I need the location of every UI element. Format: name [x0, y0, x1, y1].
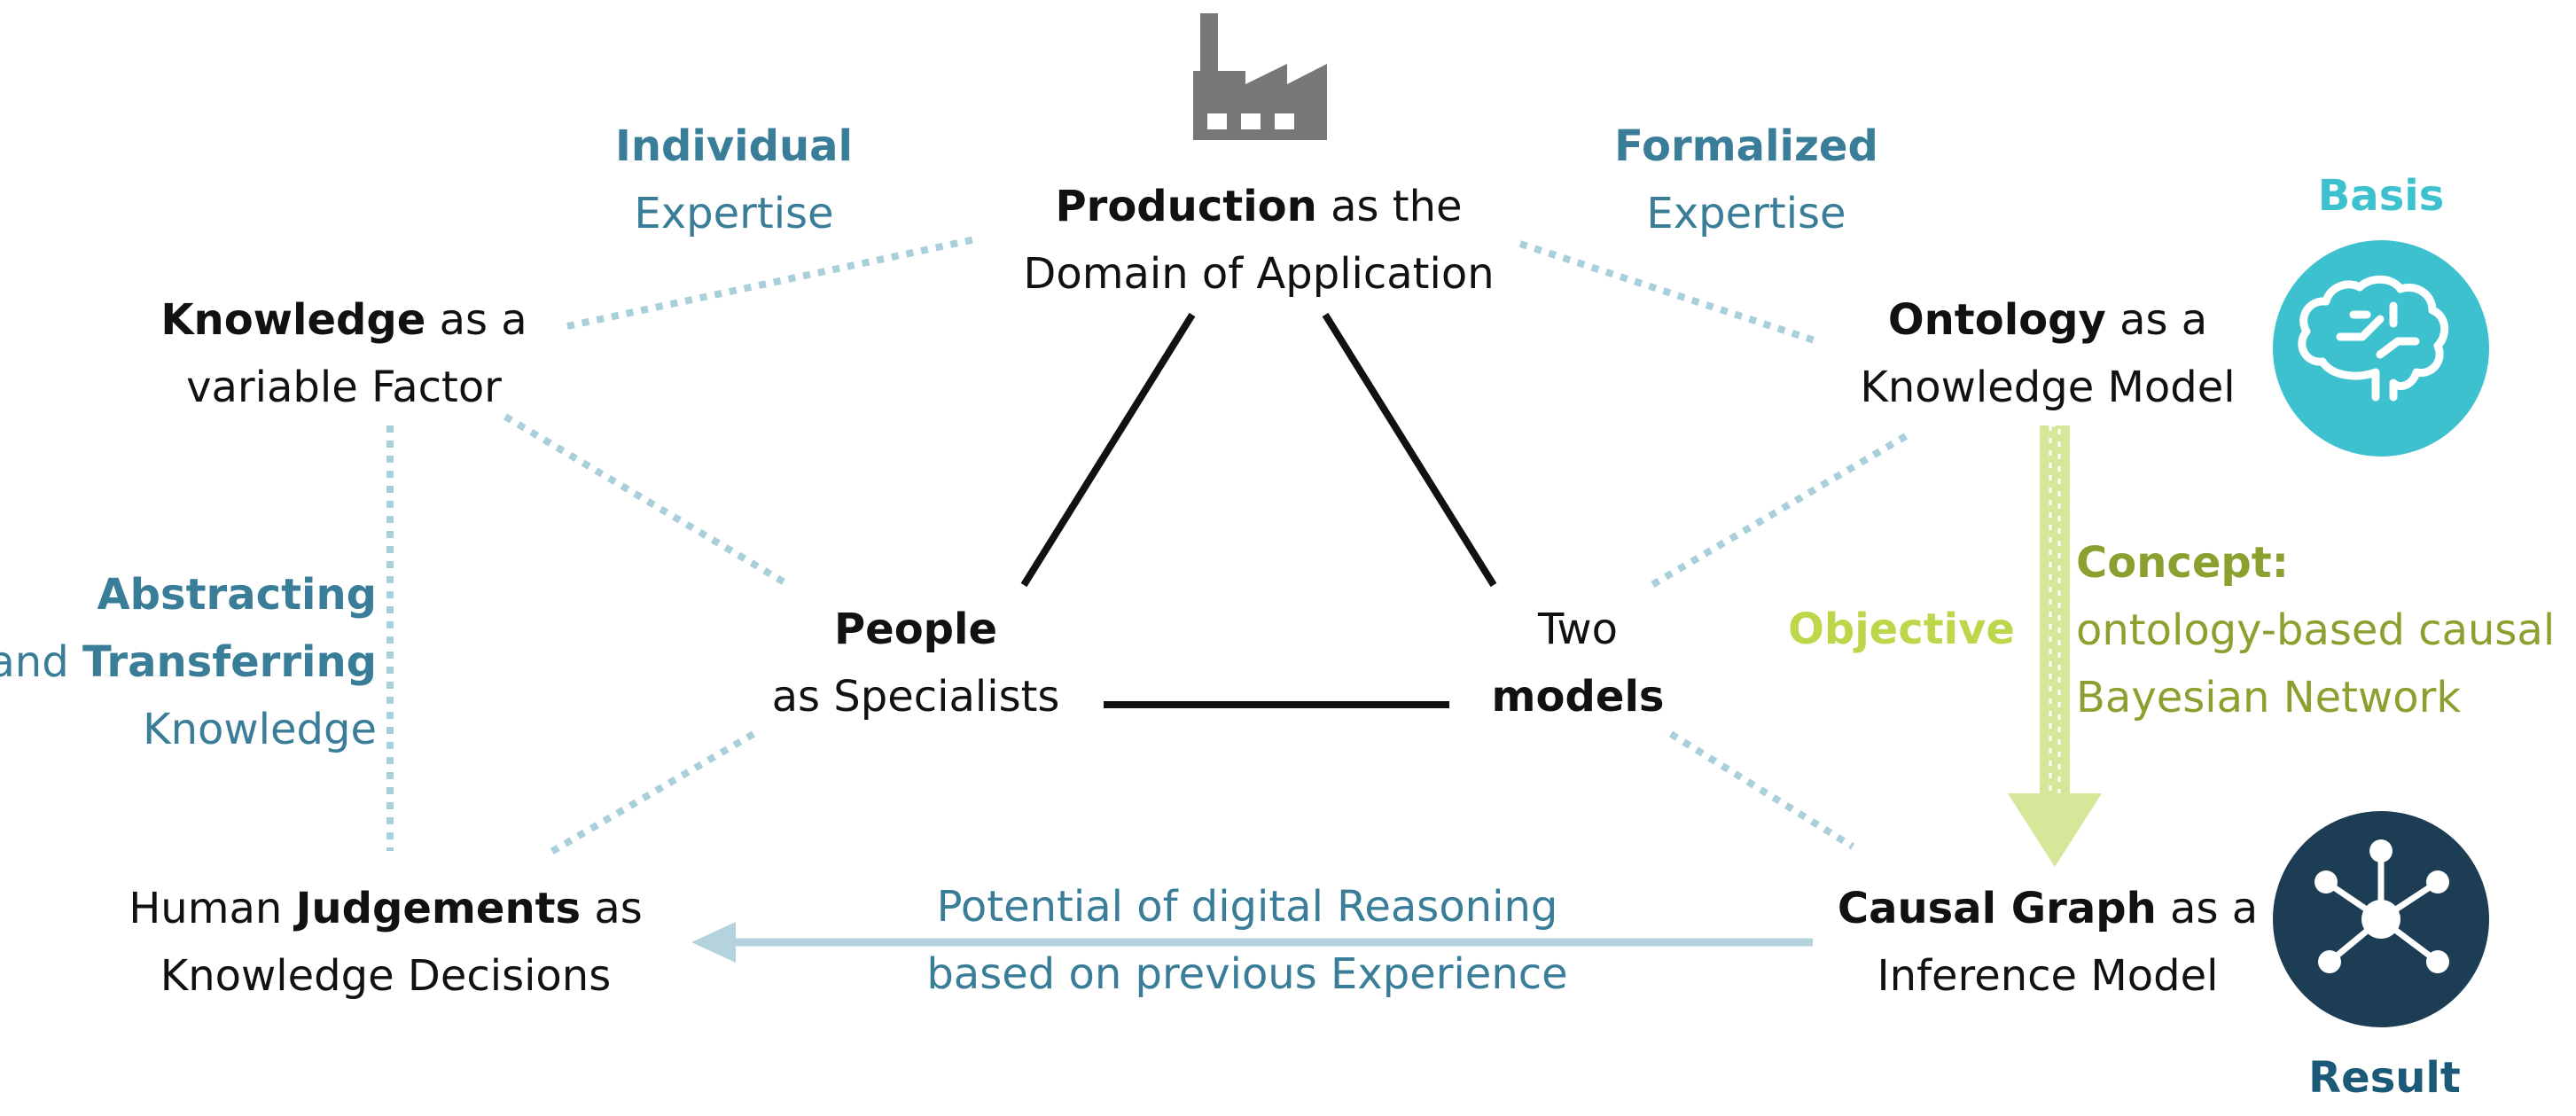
people-bold: People: [833, 605, 998, 654]
knowledge-rest: as a: [439, 295, 527, 345]
two-models-bold: models: [1491, 672, 1665, 722]
concept-line3: Bayesian Network: [2076, 673, 2462, 722]
production-bold: Production: [1055, 182, 1317, 231]
triangle-right-edge: [1322, 312, 1497, 588]
ontology-line2: Knowledge Model: [1860, 363, 2236, 412]
people-line2: as Specialists: [771, 672, 1060, 722]
causal-graph-rest: as a: [2170, 884, 2259, 933]
connector-people-judgements: [543, 730, 756, 859]
concept-label: Concept: ontology-based causal Bayesian …: [2076, 529, 2555, 731]
connector-ontology-models: [1646, 433, 1909, 590]
abstracting-line3: Knowledge: [143, 705, 377, 754]
connector-knowledge-people: [503, 413, 792, 589]
connector-models-causal-graph: [1668, 730, 1855, 850]
knowledge-line2: variable Factor: [186, 363, 502, 412]
production-rest: as the: [1331, 182, 1463, 231]
individual-line2: Expertise: [634, 189, 834, 238]
ontology-bold: Ontology: [1887, 295, 2106, 345]
triangle-left-edge: [1020, 312, 1196, 588]
potential-line2: based on previous Experience: [926, 949, 1568, 999]
formalized-expertise-label: Formalized Expertise: [1614, 113, 1878, 247]
production-line2: Domain of Application: [1023, 249, 1495, 299]
connector-production-ontology: [1518, 240, 1819, 345]
people-node: People as Specialists: [772, 596, 1060, 730]
brain-icon: [2273, 240, 2489, 457]
objective-label: Objective: [1788, 605, 2015, 654]
formalized-line1: Formalized: [1614, 121, 1878, 171]
dotted-connectors: [386, 236, 1909, 859]
ontology-node: Ontology as a Knowledge Model: [1860, 286, 2235, 421]
network-icon: [2273, 811, 2489, 1027]
connector-knowledge-production: [566, 236, 976, 330]
ontology-rest: as a: [2119, 295, 2208, 345]
knowledge-bold: Knowledge: [160, 295, 426, 345]
judgements-line2: Knowledge Decisions: [160, 951, 612, 1001]
judgements-rest: as: [594, 884, 643, 933]
potential-label: Potential of digital Reasoning based on …: [926, 873, 1567, 1008]
production-node: Production as the Domain of Application: [1023, 173, 1494, 308]
factory-icon: [1193, 13, 1327, 140]
concept-line2: ontology-based causal: [2076, 605, 2556, 655]
causal-graph-node: Causal Graph as a Inference Model: [1838, 875, 2258, 1010]
individual-expertise-label: Individual Expertise: [615, 113, 853, 247]
judgements-bold: Judgements: [295, 884, 582, 933]
potential-arrow: [691, 922, 1813, 963]
abstracting-bold2: Transferring: [82, 637, 377, 687]
individual-line1: Individual: [615, 121, 853, 171]
result-label: Result: [2308, 1053, 2461, 1103]
two-models-line1: Two: [1538, 605, 1618, 654]
knowledge-node: Knowledge as a variable Factor: [160, 286, 527, 421]
potential-line1: Potential of digital Reasoning: [936, 882, 1558, 932]
causal-graph-line2: Inference Model: [1877, 951, 2219, 1001]
abstracting-label: Abstracting and Transferring Knowledge: [0, 561, 377, 763]
abstracting-pre2: and: [0, 637, 69, 687]
causal-graph-bold: Causal Graph: [1837, 884, 2157, 933]
objective-arrow: [2008, 424, 2102, 867]
concept-title: Concept:: [2076, 538, 2289, 588]
judgements-pre: Human: [129, 884, 283, 933]
basis-label: Basis: [2317, 171, 2445, 221]
core-triangle: [1020, 312, 1497, 708]
judgements-node: Human Judgements as Knowledge Decisions: [129, 875, 643, 1010]
two-models-node: Two models: [1492, 596, 1665, 730]
abstracting-line1: Abstracting: [97, 570, 377, 620]
formalized-line2: Expertise: [1646, 189, 1846, 238]
